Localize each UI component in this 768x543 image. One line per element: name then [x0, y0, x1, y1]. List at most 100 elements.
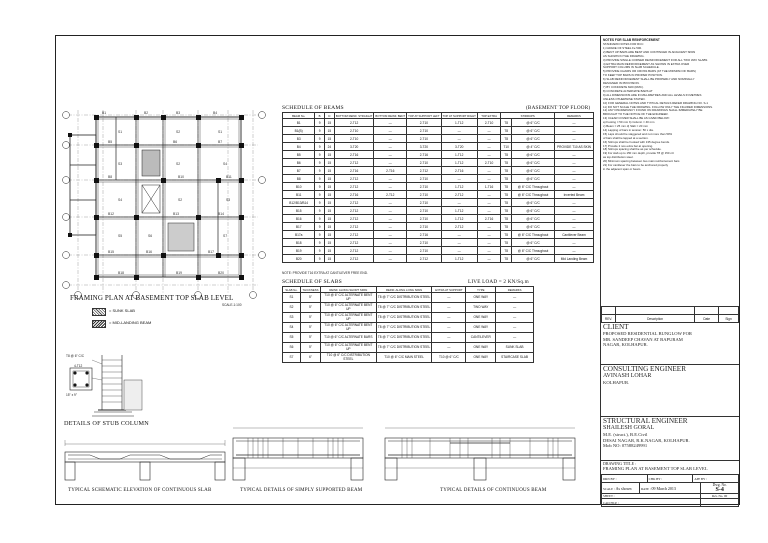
svg-text:B7: B7 — [218, 140, 222, 144]
note-line: STANDARD NOTES FOR RCC — [603, 43, 644, 46]
beams-cell: @ 6" C/C — [511, 198, 556, 207]
continuous-slab-elevation — [64, 440, 226, 481]
ss-beam-title: TYPICAL DETAILS OF SIMPLY SUPPORTED BEAM — [240, 488, 363, 493]
note-line: SUPPORT COLUMN IN SLAB SCHEDULE. — [603, 65, 660, 70]
drawing-title-value: FRAMING PLAN AT BASEMENT TOP SLAB LEVEL — [603, 466, 708, 471]
beams-cell: — — [373, 142, 408, 151]
struct-label: STRUCTURAL ENGINEER — [603, 417, 688, 425]
beams-cell: T8 — [500, 166, 513, 175]
note-line: 2) BENT UP BARS ARE BENT AND CONTINUED I… — [603, 49, 696, 54]
beams-cell: T8 — [500, 222, 513, 231]
beams-cell: 9 — [314, 118, 325, 127]
legend-label-sunk-slab: = SUNK SLAB — [109, 308, 135, 313]
plan-scale: SCALE-1:100 — [222, 303, 242, 307]
slabs-cell: SUNK SLAB — [495, 342, 534, 353]
beams-cell: T8 — [500, 190, 513, 199]
legend-swatch-mid-landing-beam — [92, 320, 106, 328]
note-line: 5) PROVIDE CHAIRS OR CROSS BARS (AT THE … — [603, 69, 696, 74]
beams-cell: 24 — [323, 142, 335, 151]
legend-label-mid-landing-beam: = MID-LANDING BEAM — [109, 320, 152, 325]
beams-cell: 1-T12 — [440, 118, 478, 127]
beams-cell: 2-T12 — [440, 190, 478, 199]
slabs-cell: S5 — [282, 332, 301, 343]
beams-cell: B10 — [281, 182, 316, 191]
beams-cell: 2-T12 — [373, 190, 408, 199]
slabs-cell: 5" — [299, 322, 321, 333]
beams-cell: @ 6" C/C — [511, 206, 556, 215]
beams-cell: T8 — [500, 174, 513, 183]
scale-value: As shown — [615, 485, 632, 491]
beams-cell: 2-T10 — [406, 198, 442, 207]
note-line: 17) Provide 2 nos extra bar at opening. — [603, 143, 653, 148]
svg-text:B19: B19 — [176, 271, 182, 275]
svg-text:S2: S2 — [176, 162, 180, 166]
slabs-cell: T8 @ 7" C/C DISTRIBUTION STEEL — [375, 322, 433, 333]
beams-cell: — — [554, 166, 594, 175]
beams-cell: 15 — [323, 166, 335, 175]
beams-cell: 15 — [323, 222, 335, 231]
slabs-cell: — — [431, 312, 467, 323]
beams-cell: 9 — [314, 150, 325, 159]
slabs-cell: S7 — [282, 352, 301, 363]
beams-cell: 2-T10 — [476, 118, 502, 127]
note-line: 21) For cantilever the bars to be anchor… — [603, 163, 669, 168]
beams-cell: 1-T12 — [440, 214, 478, 223]
note-line: DESIGNED IN PROVISION. — [603, 81, 640, 86]
beams-cell: T8 — [500, 126, 513, 135]
beams-cell: — — [476, 166, 502, 175]
dwg-no-label: Dwg. No. — [712, 483, 727, 488]
slabs-cell: — — [495, 312, 534, 323]
slabs-cell: T8 @ 7" C/C DISTRIBUTION STEEL — [375, 312, 433, 323]
beams-cell: 2-T12 — [333, 158, 375, 167]
beams-cell: T8 — [500, 214, 513, 223]
beams-cell: 9 — [314, 182, 325, 191]
slabs-cell: 5" — [299, 312, 321, 323]
svg-text:B15: B15 — [108, 250, 114, 254]
elevation-title: TYPICAL SCHEMATIC ELEVATION OF CONTINUOU… — [68, 488, 212, 493]
beams-cell: 15 — [323, 230, 335, 239]
plan-title: FRAMING PLAN AT BASEMENT TOP SLAB LEVEL — [70, 294, 234, 302]
beams-cell: — — [373, 198, 408, 207]
beams-cell: 15 — [323, 238, 335, 247]
beams-cell: @ 6" C/C — [511, 150, 556, 159]
svg-text:S1: S1 — [218, 130, 222, 134]
beams-cell: @ 6" C/C Throughout — [511, 230, 556, 239]
beams-cell: 3-T20 — [440, 142, 478, 151]
beams-cell: T8 — [500, 254, 513, 263]
beams-cell: 2-T10 — [406, 182, 442, 191]
beams-cell: — — [440, 230, 478, 239]
beams-cell: — — [554, 126, 594, 135]
beams-cell: 2-T12 — [333, 214, 375, 223]
beams-cell: 2-T12 — [333, 238, 375, 247]
beams-cell: — — [554, 222, 594, 231]
slabs-cell: TWO WAY — [465, 302, 497, 313]
slabs-cell: T10 @ 6" C/C ALTERNATE BENT UP — [319, 322, 377, 333]
beams-cell: 2-T16 — [373, 166, 408, 175]
beams-cell: @ 6" C/C — [511, 134, 556, 143]
struct-engineer-block: STRUCTURAL ENGINEER SHAILESH GORAL M.E. … — [601, 416, 739, 460]
beams-cell: 2-T10 — [406, 126, 442, 135]
svg-text:S3: S3 — [118, 162, 122, 166]
beams-cell: 2-T10 — [406, 238, 442, 247]
beams-cell: — — [476, 238, 502, 247]
beams-cell: 9 — [314, 190, 325, 199]
beams-cell: — — [476, 142, 502, 151]
svg-text:B14: B14 — [218, 212, 224, 216]
slabs-cell: — — [431, 332, 467, 343]
beams-cell: — — [440, 246, 478, 255]
beams-cell: 15 — [323, 198, 335, 207]
slabs-schedule-subtitle: LIVE LOAD = 2 KN/Sq.m — [468, 279, 529, 285]
beams-note: NOTE: PROVIDE T16 EXTRA AT CANTILEVER FR… — [282, 271, 368, 275]
slabs-cell: ONE WAY — [465, 322, 497, 333]
beams-cell: — — [373, 134, 408, 143]
beams-cell: 2-T12 — [440, 222, 478, 231]
